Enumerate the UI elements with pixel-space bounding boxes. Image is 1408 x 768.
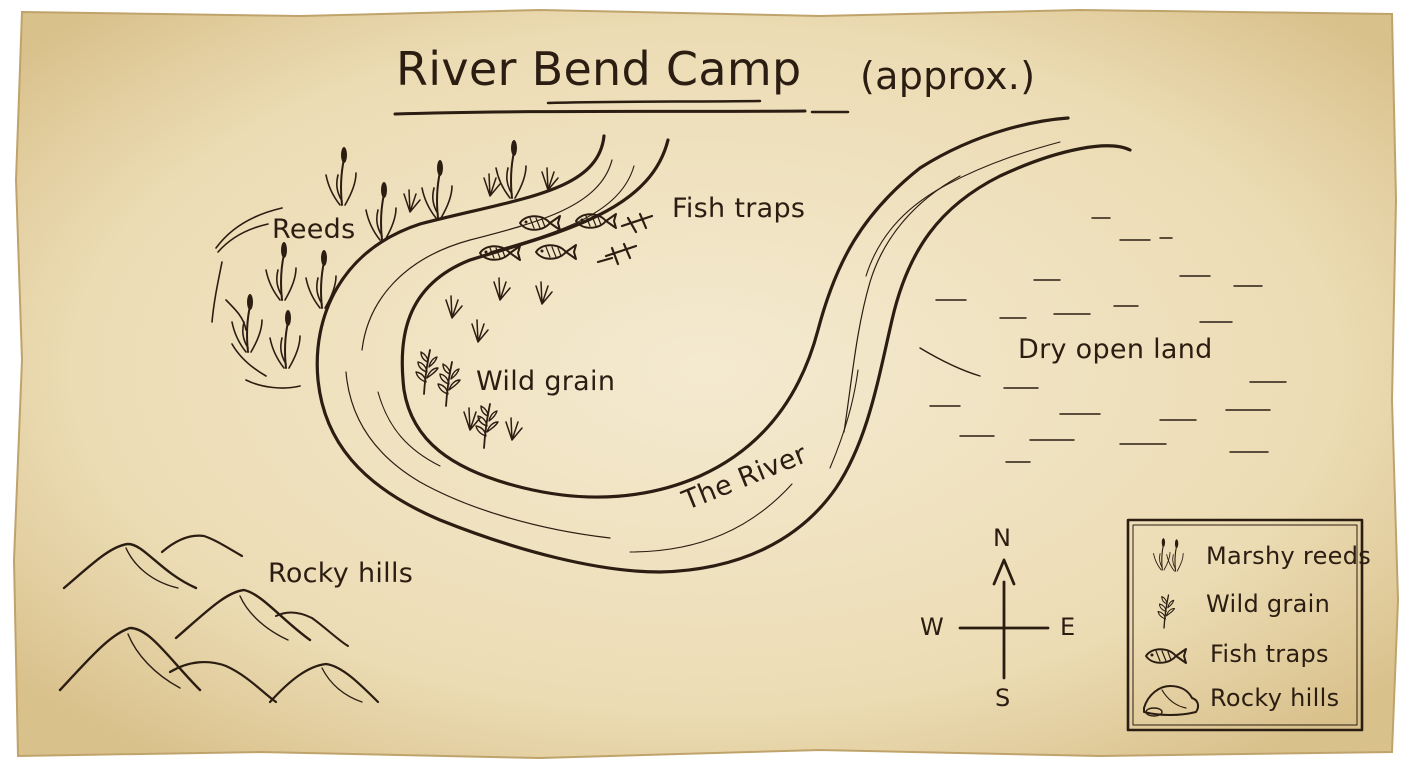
legend-label-fish-traps: Fish traps (1210, 640, 1329, 668)
fish-trap-marks (596, 212, 654, 266)
compass-south: S (995, 684, 1011, 712)
legend-rocks-icon (1143, 685, 1200, 717)
legend-label-marshy-reeds: Marshy reeds (1206, 542, 1372, 570)
map-title: River Bend Camp (396, 42, 802, 96)
compass-north: N (993, 524, 1012, 552)
legend-label-rocky-hills: Rocky hills (1210, 684, 1340, 712)
river-outer-bank (315, 134, 1132, 574)
compass-rose (958, 558, 1050, 680)
river-inner-bank (400, 116, 1070, 499)
map-subtitle: (approx.) (860, 54, 1036, 98)
legend-box (1126, 518, 1364, 732)
label-dry-open-land: Dry open land (1018, 334, 1213, 365)
marsh-outline (211, 207, 301, 389)
label-reeds: Reeds (272, 214, 356, 245)
label-fish-traps: Fish traps (672, 193, 806, 224)
legend-label-wild-grain: Wild grain (1206, 590, 1331, 618)
label-wild-grain: Wild grain (476, 366, 616, 397)
dry-land-marks (919, 217, 1287, 463)
label-rocky-hills: Rocky hills (268, 558, 414, 589)
compass-east: E (1060, 613, 1076, 641)
compass-west: W (920, 613, 945, 641)
parchment-sheet (12, 8, 1400, 760)
rocky-hills-drawing (58, 534, 380, 704)
